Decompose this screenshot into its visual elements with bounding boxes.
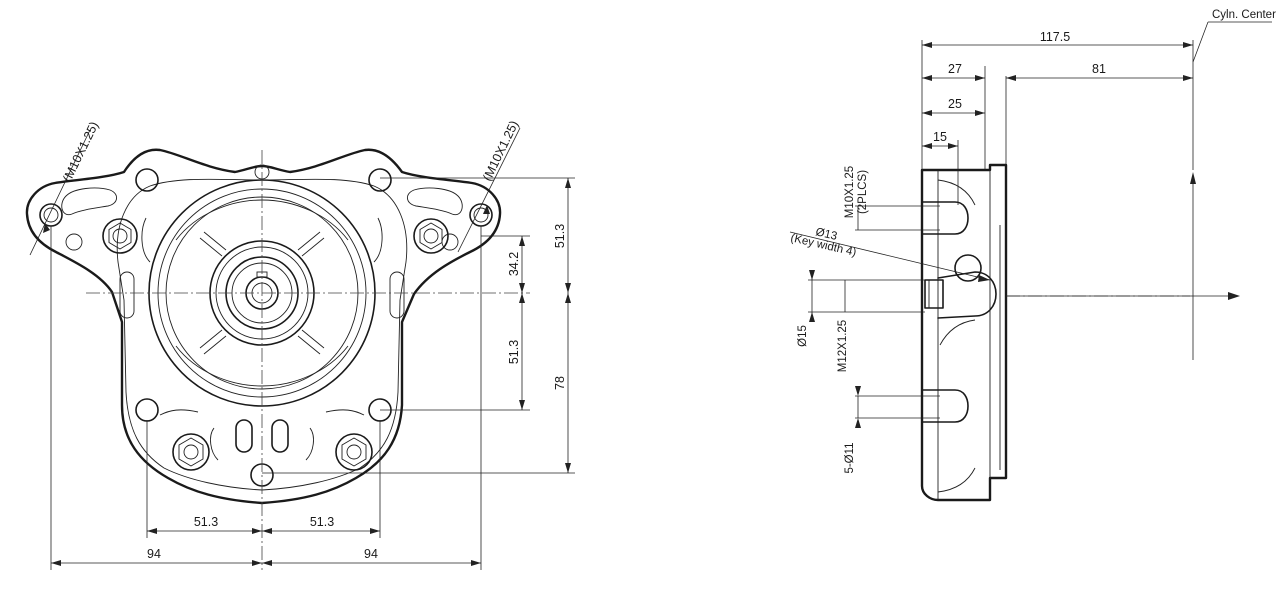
dim-text-81: 81 [1092,62,1106,76]
shaft-dim: Ø15 M12X1.25 [797,270,925,372]
dim-117-5: 117.5 [922,30,1193,48]
dim-25: 25 [922,97,985,116]
dim-bottom-51-3: 51.3 51.3 [147,515,380,534]
dim-78: 78 [553,293,571,473]
dim-text-34-2: 34.2 [507,252,521,276]
side-shaft-thread [924,279,944,309]
dim-text-78: 78 [553,376,567,390]
dim-text-lower-51-3: 51.3 [507,340,521,364]
bolt-lower-right [335,433,373,471]
dim-15: 15 [922,130,958,149]
lower-contour-right [325,409,365,416]
dim-lower-51-3: 51.3 [507,293,525,410]
dim-text-15: 15 [933,130,947,144]
dim-27: 27 [922,62,985,81]
dim-text-27: 27 [948,62,962,76]
dim-bottom-94: 94 94 [51,547,481,566]
bolt-lower-left [172,433,210,471]
dim-81: 81 [1006,62,1193,81]
rib-ll [199,329,227,355]
through-hole-top-left [135,168,159,192]
label-holes: 5-Ø11 [844,442,856,473]
flange-outline [25,148,502,505]
m10-hole-left-inner [43,207,59,223]
rib-ul [199,231,227,257]
cyl-center-callout: Cyln. Center [1192,9,1276,63]
dim-upper-51-3: 51.3 [553,178,571,293]
side-thread-hole-bottom [855,389,969,423]
dim-text-117-5: 117.5 [1040,30,1070,44]
thread-top-label: M10X1.25 (2PLCS) [844,166,869,230]
front-view: 51.3 34.2 51.3 78 [25,118,575,570]
m10-hole-left [39,203,63,227]
bolt-upper-left [102,218,138,254]
side-thread-hole-top [855,201,969,235]
dim-text-bottom-left-51-3: 51.3 [194,515,218,529]
callout-m10-right: (M10X1.25) [457,118,521,253]
callout-right-text: (M10X1.25) [480,118,521,183]
label-thread-top-1: M10X1.25 [844,166,856,218]
callout-left-text: (M10X1.25) [60,119,101,184]
dim-upper-34-2: 34.2 [507,236,525,293]
rib-left [141,217,151,263]
side-view: 117.5 27 81 25 15 [789,9,1276,502]
m10-hole-right [469,203,493,227]
slot-right-upper [407,187,463,216]
through-hole-bottom-left [135,398,159,422]
lower-rib-right [305,427,314,461]
boss-web-bottom [175,345,349,387]
rib-right [373,217,383,263]
side-axis-arrow [1228,292,1240,300]
flange-inner-ridge [116,178,408,491]
rib-ur [297,231,325,257]
label-cyl-center: Cyln. Center [1212,9,1276,21]
side-key-circle [954,254,982,282]
bolt-upper-right [413,218,449,254]
dim-text-upper-51-3: 51.3 [553,224,567,248]
lower-contour-left [159,409,199,416]
holes-dim: 5-Ø11 [844,386,861,474]
label-shaft-diameter: Ø15 [797,325,809,347]
cyl-center-arrow [1190,172,1196,184]
side-shaft [924,254,982,309]
key-callout: Ø13 (Key width 4) [789,226,991,282]
side-contour-bottom [937,467,976,493]
dim-text-bottom-right-94: 94 [364,547,378,561]
dim-text-25: 25 [948,97,962,111]
through-hole-top-right [368,168,392,192]
slot-left-upper [61,187,117,216]
pin-hole-left [65,233,83,251]
side-contour-top [937,179,976,206]
side-flange-plate [920,163,1008,502]
side-boss-fillet [939,319,976,346]
slot-vertical-left [119,271,135,319]
window-slot-right [271,419,289,453]
label-thread-top-2: (2PLCS) [857,170,869,214]
side-boss [937,271,997,319]
label-key-diameter: Ø13 [814,226,838,243]
m10-hole-right-inner [473,207,489,223]
slot-vertical-right [389,271,405,319]
label-shaft-thread: M12X1.25 [837,320,849,372]
lower-rib-left [210,427,219,461]
rib-lr [297,329,325,355]
dim-text-bottom-left-94: 94 [147,547,161,561]
window-slot-left [235,419,253,453]
dim-text-bottom-right-51-3: 51.3 [310,515,334,529]
